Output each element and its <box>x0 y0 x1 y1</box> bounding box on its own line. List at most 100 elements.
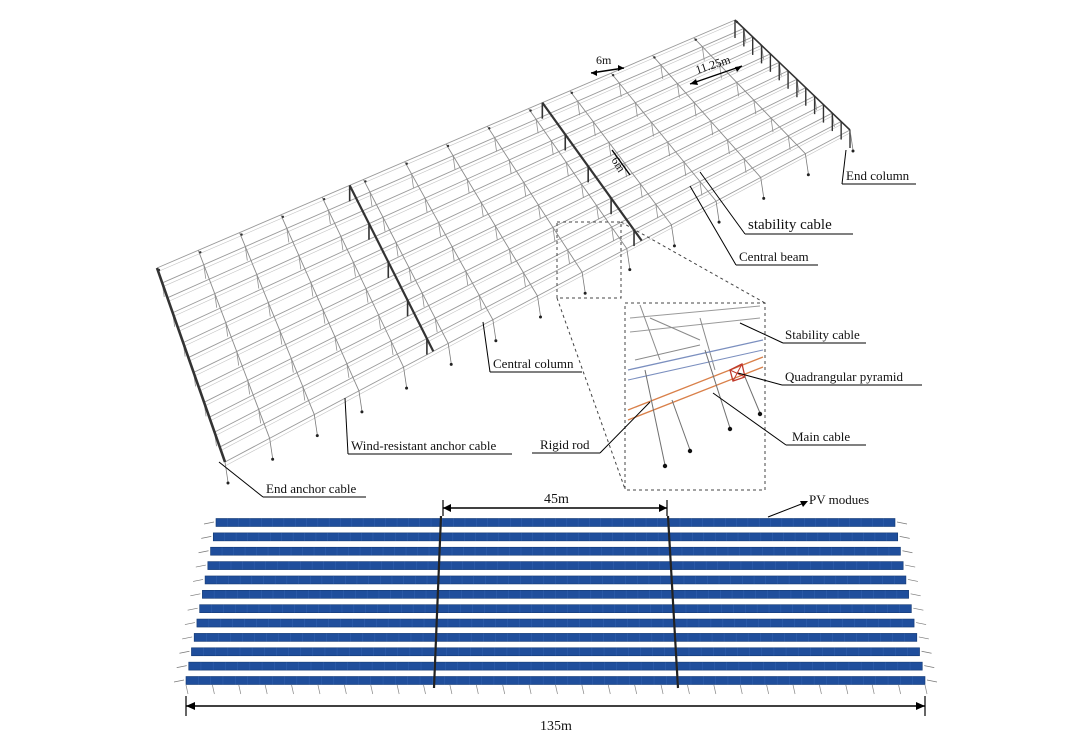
frame-post <box>618 82 622 98</box>
detail-anchor-point <box>662 463 668 469</box>
detail-truss <box>639 304 661 361</box>
dim-6m-top-label: 6m <box>596 53 612 67</box>
pv-bottom-tick <box>396 684 400 695</box>
detail-truss <box>649 317 701 341</box>
frame-post <box>552 227 556 242</box>
frame-post <box>667 142 671 157</box>
frame-post <box>434 318 438 333</box>
callout-quadrangular-pyramid: Quadrangular pyramid <box>737 369 922 386</box>
frame-post <box>290 358 294 373</box>
pv-bottom-tick <box>581 684 585 695</box>
frame-post <box>655 204 659 219</box>
frame-anchor-cable <box>715 201 720 222</box>
pv-bottom-tick <box>555 684 558 695</box>
frame-post <box>693 102 697 117</box>
pv-bottom-tick <box>212 684 215 695</box>
pv-bottom-tick <box>766 684 769 695</box>
frame-post <box>719 64 722 79</box>
frame-anchor-point <box>226 481 230 485</box>
callout-end-column: End column <box>841 149 916 185</box>
frame-post <box>438 222 442 237</box>
frame-post <box>660 64 664 79</box>
pv-bottom-tick <box>845 684 849 695</box>
pv-anchor-tick <box>921 650 932 654</box>
pv-plan: 45m PV modues 135m <box>173 492 938 734</box>
callout-labels: End column stability cable Central beam … <box>218 149 922 498</box>
pv-anchor-tick <box>899 536 910 539</box>
pv-anchor-tick <box>201 536 212 539</box>
frame-post <box>256 274 260 289</box>
frame-post <box>710 121 714 136</box>
frame-longitudinal-line <box>156 22 736 273</box>
frame-transverse-line <box>486 126 583 273</box>
frame-anchor-cable <box>626 248 631 269</box>
label-stability-cable-detail: Stability cable <box>785 327 860 342</box>
frame-post <box>378 314 381 329</box>
frame-back-dot <box>364 180 367 183</box>
frame-anchor-cable <box>492 319 497 340</box>
frame-post <box>424 198 428 213</box>
frame-post <box>677 83 680 98</box>
frame-post <box>258 409 262 424</box>
pv-anchor-tick <box>907 579 918 582</box>
callout-rigid-rod: Rigid rod <box>532 401 651 454</box>
callout-stability-cable-detail: Stability cable <box>739 322 866 344</box>
frame-anchor-point <box>672 244 676 248</box>
frame-longitudinal-line <box>219 124 842 452</box>
pv-bottom-tick <box>739 684 743 695</box>
frame-post <box>508 249 512 264</box>
frame-longitudinal-line <box>209 107 824 422</box>
detail-source-box <box>556 221 622 299</box>
frame-anchor-cable <box>804 153 809 174</box>
frame-post <box>753 100 757 115</box>
frame-post <box>267 302 271 317</box>
frame-anchor-cable <box>313 414 318 435</box>
frame-post <box>743 158 747 173</box>
frame-post <box>508 159 512 175</box>
frame-post <box>770 117 774 133</box>
frame-post <box>310 282 314 297</box>
frame-cable-lines <box>156 19 851 467</box>
frame-post <box>298 255 302 270</box>
frame-longitudinal-line <box>198 90 806 392</box>
dim-6m-top: 6m <box>590 53 625 76</box>
pv-bottom-tick <box>792 684 796 695</box>
frame-anchor-point <box>762 196 766 200</box>
frame-longitudinal-line <box>214 115 833 437</box>
pv-anchor-tick <box>187 607 198 611</box>
frame-post <box>577 101 581 116</box>
frame-anchor-cable <box>358 390 363 411</box>
frame-post <box>787 135 791 150</box>
frame-post <box>608 142 612 157</box>
frame-post <box>328 210 331 225</box>
pv-bottom-tick <box>871 684 875 695</box>
label-pv-modules: PV modues <box>809 492 869 507</box>
detail-anchor-point <box>687 448 693 454</box>
frame-post <box>353 262 356 277</box>
detail-truss <box>634 344 701 361</box>
frame-column-line <box>541 102 643 242</box>
frame-back-dot <box>611 73 615 77</box>
callout-central-column: Central column <box>482 321 582 373</box>
frame-anchor-point <box>539 315 542 319</box>
pv-bottom-tick <box>502 684 506 695</box>
label-wind-resistant-anchor-cable: Wind-resistant anchor cable <box>351 438 497 453</box>
pv-bottom-tick <box>660 684 664 695</box>
frame-back-dot <box>281 215 285 219</box>
frame-post <box>390 340 394 356</box>
detail-members <box>627 304 764 469</box>
frame-longitudinal-line <box>193 81 798 377</box>
pv-anchor-tick <box>905 564 916 568</box>
frame-post <box>535 119 539 134</box>
frame-back-dot <box>405 162 408 165</box>
pv-bottom-tick <box>924 684 928 695</box>
callout-main-cable: Main cable <box>712 392 866 446</box>
frame-post <box>596 205 599 220</box>
frame-back-dot <box>570 91 574 95</box>
frame-anchor-point <box>851 149 855 153</box>
pv-bottom-tick <box>475 684 479 695</box>
frame-post <box>286 228 290 243</box>
pv-anchor-tick <box>182 636 193 640</box>
detail-anchor-point <box>757 411 763 417</box>
frame-transverse-line <box>528 108 628 249</box>
